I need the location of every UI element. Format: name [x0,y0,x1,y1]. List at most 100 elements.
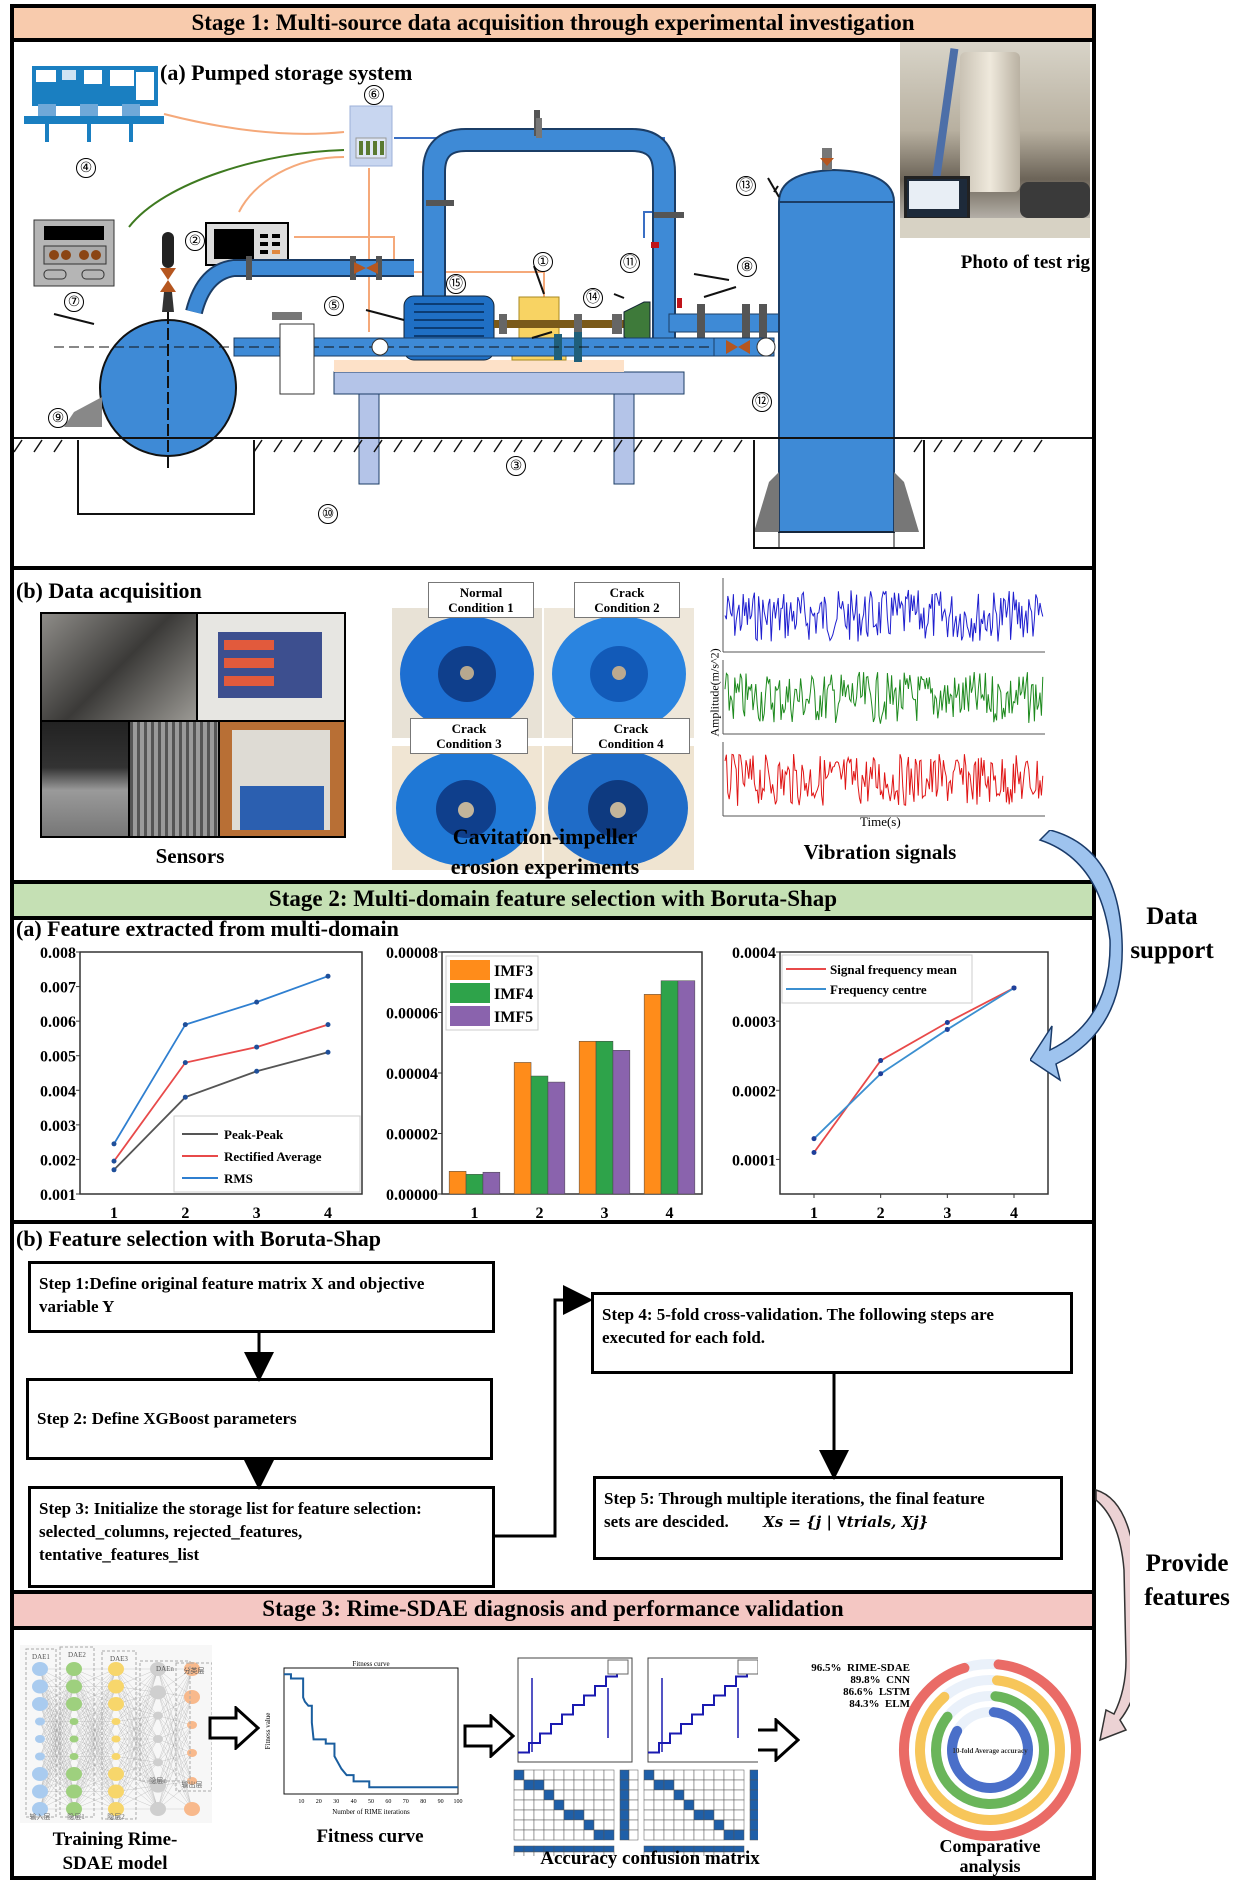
impeller-crack-condition-3 [392,746,542,870]
row-summary-cell [749,1799,758,1811]
confusion-cell [683,1769,695,1781]
confusion-cell [563,1779,575,1791]
confusion-cell [673,1829,685,1841]
impeller-crack-condition-4 [544,746,694,870]
sdae-neuron [69,1718,79,1725]
y-tick-label: 0.003 [40,1118,76,1135]
sdae-block [25,1648,57,1818]
confusion-cell [543,1819,555,1831]
sdae-neuron [111,1735,121,1743]
vibration-xlabel: Time(s) [860,814,901,829]
sdae-connection [115,1692,159,1775]
stage1-title: Stage 1: Multi-source data acquisition t… [191,10,915,35]
y-tick-label: 0.008 [40,945,76,962]
confusion-cell [563,1809,575,1821]
y-tick-label: 0.002 [40,1152,76,1169]
row-summary-cell [628,1829,639,1841]
sdae-layer-label: DAE3 [110,1655,128,1663]
confusion-cell [553,1779,565,1791]
confusion-cell [593,1809,605,1821]
confusion-cell [663,1769,675,1781]
row-summary-cell [619,1789,630,1801]
sdae-neuron [187,1749,197,1757]
sdae-connection [115,1756,159,1786]
confusion-cell [723,1799,735,1811]
accuracy-legend: 96.5% RIME-SDAE 89.8% CNN 86.6% LSTM 84.… [800,1662,910,1710]
confusion-cell [703,1789,715,1801]
confusion-cell [513,1829,525,1841]
confusion-cell [733,1799,745,1811]
confusion-cell [673,1799,685,1811]
col-summary-cell [513,1851,525,1856]
confusion-cell [533,1809,545,1821]
sdae-bottom-label: 输入层 [30,1812,51,1821]
sdae-connection [157,1715,193,1754]
confusion-cell [533,1819,545,1831]
confusion-cell [593,1829,605,1841]
sdae-neuron [184,1662,200,1676]
impeller-normal-condition-1 [392,608,542,738]
fitness-x-tick: 70 [403,1799,409,1805]
provide-features-label: Provide features [1144,1550,1230,1611]
confusion-cell [673,1809,685,1821]
sdae-connection [157,1738,193,1810]
x-tick-label: 1 [110,1205,118,1220]
sdae-bottom-label: 隐层2 [107,1812,125,1821]
confusion-cell [583,1769,595,1781]
confusion-cell [663,1789,675,1801]
confusion-cell [673,1779,685,1791]
confusion-cell [713,1789,725,1801]
sdae-connection [115,1668,159,1775]
sdae-connection [157,1696,193,1763]
y-tick-label: 0.0004 [732,945,776,962]
series-line-peak-peak [113,1051,329,1171]
confusion-cell [713,1799,725,1811]
row-summary-cell [628,1799,639,1811]
confusion-cell [583,1779,595,1791]
fitness-x-tick: 20 [316,1799,322,1805]
stage2-divider [10,1220,1096,1224]
confusion-cell [573,1799,585,1811]
confusion-cell [563,1819,575,1831]
confusion-cell [533,1769,545,1781]
confusion-cell [543,1799,555,1811]
bar-imf5-3 [612,1050,631,1195]
row-summary-cell [628,1819,639,1831]
component-number-2: ② [185,231,205,251]
x-tick-label: 1 [471,1205,479,1220]
col-summary-cell [513,1845,525,1853]
sdae-connection [73,1668,117,1740]
bar-imf3-2 [513,1062,532,1195]
confusion-cell [653,1779,665,1791]
sdae-connection [157,1692,193,1726]
step-4-box: Step 4: 5-fold cross-validation. The fol… [591,1292,1073,1374]
sdae-block [101,1650,137,1820]
confusion-cell [713,1769,725,1781]
sdae-connection [115,1785,159,1810]
confusion-cell [723,1809,735,1821]
y-tick-label: 0.0002 [732,1083,776,1100]
confusion-cell [703,1799,715,1811]
data-point [878,1071,884,1077]
y-tick-label: 0.00008 [386,945,438,962]
step-1-box: Step 1:Define original feature matrix X … [28,1261,495,1333]
sdae-bottom-label: 输出层 [182,1780,203,1789]
confusion-cell [713,1809,725,1821]
spherical-vessel-icon [64,232,237,472]
confusion-cell [643,1769,655,1781]
sdae-connection [115,1715,159,1722]
radial-accuracy-chart: 10-fold Average accuracy [899,1659,1081,1841]
sdae-connection [157,1752,193,1786]
confusion-cell [573,1809,585,1821]
sdae-connection [157,1696,193,1786]
confusion-cell [603,1769,615,1781]
vibration-caption: Vibration signals [803,840,957,864]
stage1-divider [10,566,1096,570]
confusion-cell [693,1829,705,1841]
confusion-cell [573,1789,585,1801]
sdae-connection [115,1756,159,1763]
y-tick-label: 0.00006 [386,1006,438,1023]
data-point [811,1136,817,1142]
fitness-frame [283,1667,459,1795]
prediction-legend [737,1659,758,1675]
